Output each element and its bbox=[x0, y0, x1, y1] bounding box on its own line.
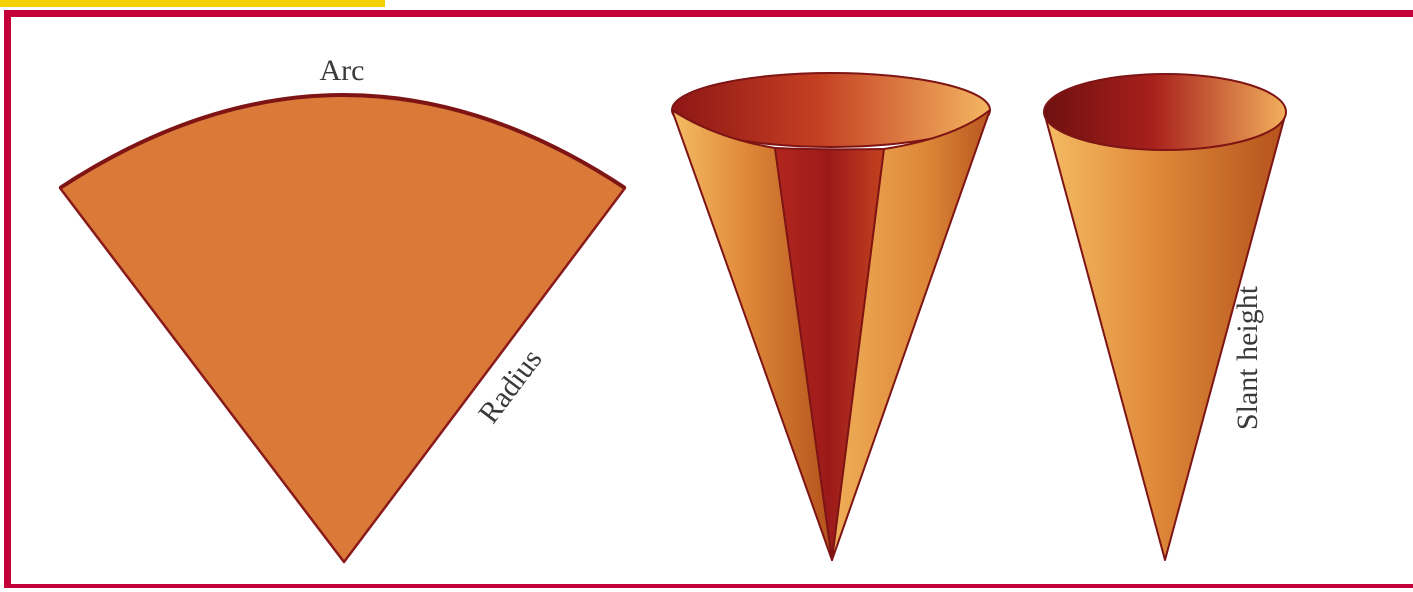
slant-height-label: Slant height bbox=[1231, 285, 1264, 430]
sector-shape bbox=[60, 95, 625, 562]
open-cone bbox=[672, 73, 990, 560]
arc-label: Arc bbox=[320, 54, 365, 87]
sector-net bbox=[60, 95, 625, 562]
closed-cone-rim bbox=[1044, 74, 1286, 150]
